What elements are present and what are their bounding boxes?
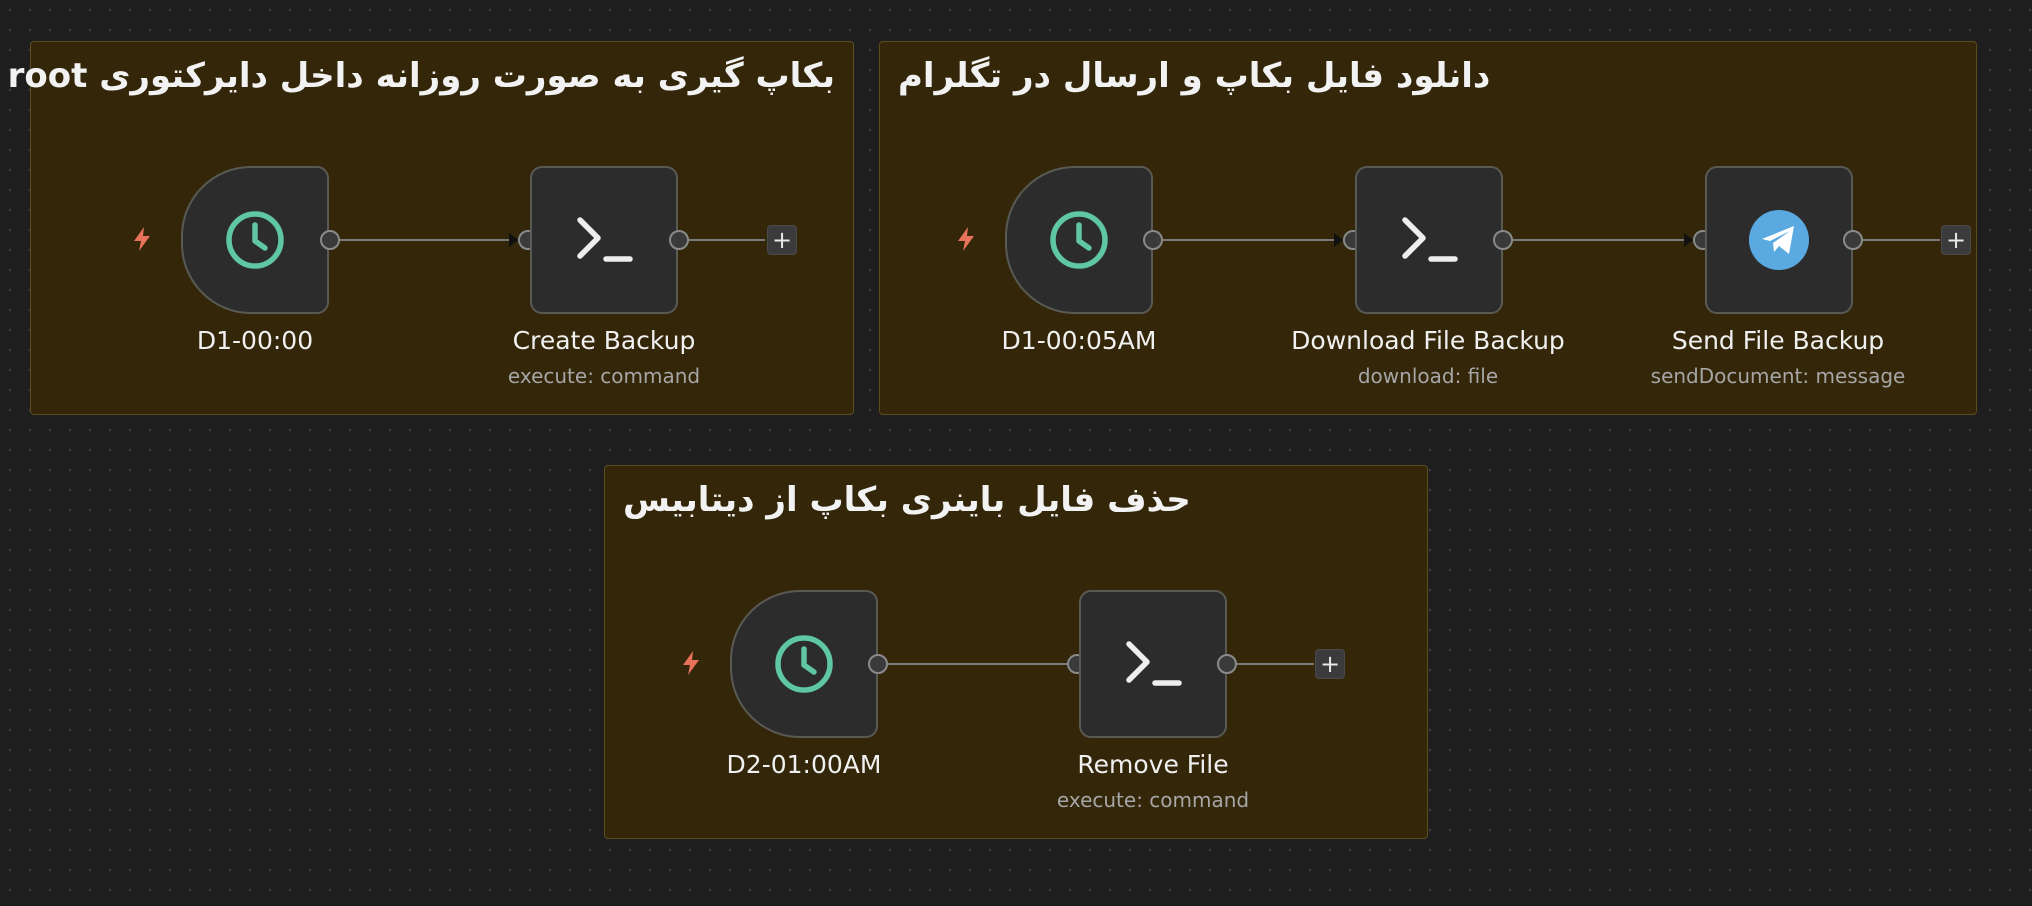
connection-line (689, 239, 765, 241)
node-subtitle: sendDocument: message (1650, 364, 1906, 388)
output-port[interactable] (1143, 230, 1163, 250)
node-subtitle: execute: command (507, 364, 701, 388)
group-title: حذف فایل باینری بکاپ از دیتابیس (623, 480, 1191, 520)
connection-line[interactable] (340, 233, 518, 247)
download-file-backup-node[interactable] (1355, 166, 1503, 314)
output-port[interactable] (1493, 230, 1513, 250)
node-label: D1-00:00 (196, 326, 314, 355)
clock-icon (226, 211, 284, 269)
add-node-button[interactable]: + (1941, 225, 1971, 255)
connection-line[interactable] (1513, 233, 1693, 247)
create-backup-node[interactable] (530, 166, 678, 314)
node-subtitle: download: file (1357, 364, 1499, 388)
connection-line[interactable] (1163, 233, 1343, 247)
schedule-trigger-node[interactable] (1005, 166, 1153, 314)
node-label: Create Backup (512, 326, 696, 355)
clock-icon (775, 635, 833, 693)
trigger-bolt-icon (683, 651, 699, 675)
output-port[interactable] (1843, 230, 1863, 250)
clock-icon (1050, 211, 1108, 269)
remove-file-node[interactable] (1079, 590, 1227, 738)
send-file-backup-node[interactable] (1705, 166, 1853, 314)
output-port[interactable] (320, 230, 340, 250)
terminal-icon (577, 217, 633, 262)
output-port[interactable] (868, 654, 888, 674)
output-port[interactable] (669, 230, 689, 250)
schedule-trigger-node[interactable] (181, 166, 329, 314)
group-title: دانلود فایل بکاپ و ارسال در تگلرام (898, 56, 1491, 96)
connection-line (1863, 239, 1940, 241)
group-title: بکاپ گیری به صورت روزانه داخل دایرکتوری … (7, 56, 835, 96)
node-label: Send File Backup (1671, 326, 1885, 355)
trigger-bolt-icon (958, 227, 974, 251)
node-label: Download File Backup (1291, 326, 1565, 355)
add-node-button[interactable]: + (1315, 649, 1345, 679)
node-label: Remove File (1077, 750, 1229, 779)
node-label: D1-00:05AM (1001, 326, 1157, 355)
output-port[interactable] (1217, 654, 1237, 674)
telegram-icon (1749, 210, 1809, 270)
trigger-bolt-icon (134, 227, 150, 251)
sticky-group-remove-binary[interactable]: حذف فایل باینری بکاپ از دیتابیس (604, 465, 1428, 839)
terminal-icon (1126, 641, 1182, 686)
add-node-button[interactable]: + (767, 225, 797, 255)
connection-line[interactable] (888, 657, 1077, 671)
node-label: D2-01:00AM (726, 750, 882, 779)
schedule-trigger-node[interactable] (730, 590, 878, 738)
node-subtitle: execute: command (1056, 788, 1250, 812)
sticky-group-daily-backup[interactable]: بکاپ گیری به صورت روزانه داخل دایرکتوری … (7, 41, 854, 415)
connection-line (1237, 663, 1314, 665)
terminal-icon (1402, 217, 1458, 262)
